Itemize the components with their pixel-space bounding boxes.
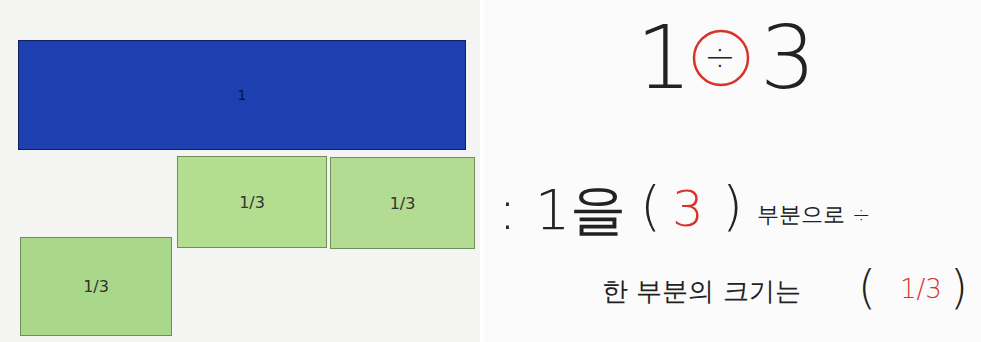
third-piece: 1/3 <box>20 237 172 336</box>
sentence-text: 부분으로 ÷ <box>757 204 870 226</box>
third-piece: 1/3 <box>330 157 475 249</box>
sentence-text: 한 부분의 크기는 <box>602 278 801 304</box>
answer-fraction: 1/3 <box>900 276 942 302</box>
piece-label: 1/3 <box>390 194 416 213</box>
paren: ) <box>950 264 968 310</box>
paren: ( <box>640 180 661 234</box>
division-sign: ÷ <box>704 38 736 76</box>
divisor: 3 <box>760 14 816 102</box>
paren: ( <box>858 264 876 310</box>
piece-label: 1 <box>238 87 247 103</box>
piece-label: 1/3 <box>239 193 265 212</box>
piece-label: 1/3 <box>83 277 109 296</box>
third-piece: 1/3 <box>177 156 327 248</box>
whole-bar: 1 <box>18 40 466 150</box>
sentence-start: : 1을 <box>498 182 626 238</box>
answer-number: 3 <box>672 184 704 234</box>
paren: ) <box>722 180 743 234</box>
dividend: 1 <box>636 14 692 102</box>
red-circle <box>694 31 748 85</box>
